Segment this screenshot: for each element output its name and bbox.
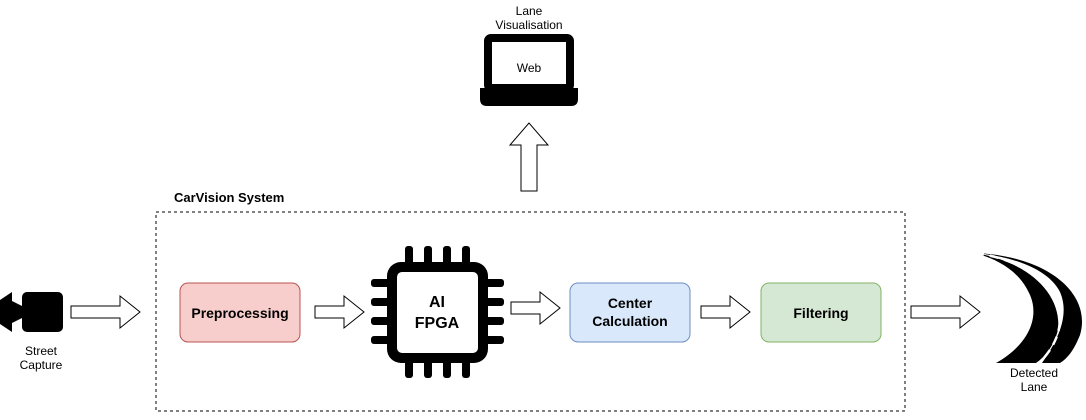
arrow-center-to-filtering <box>700 294 751 330</box>
laptop-icon <box>480 34 578 106</box>
chip-label-line2: FPGA <box>415 315 460 332</box>
arrow-preprocessing-to-chip <box>314 294 365 330</box>
center-calculation-block <box>569 282 691 343</box>
arrow-to-visualisation <box>508 122 550 192</box>
road-label-line2: Lane <box>1021 380 1048 394</box>
system-title: CarVision System <box>174 190 284 205</box>
video-camera-icon <box>0 292 63 332</box>
center-calculation-line2: Calculation <box>592 313 667 329</box>
chip-icon <box>371 246 504 378</box>
road-label-line1: Detected <box>1010 366 1058 380</box>
filtering-label: Filtering <box>793 305 848 321</box>
camera-label-line1: Street <box>25 344 58 358</box>
preprocessing-block <box>179 282 301 343</box>
laptop-screen-text: Web <box>517 61 542 75</box>
chip-label-line1: AI <box>429 294 445 311</box>
arrow-camera-to-preprocessing <box>70 294 141 330</box>
preprocessing-label: Preprocessing <box>191 305 288 321</box>
camera-label-line2: Capture <box>20 358 63 372</box>
laptop-label-line2: Visualisation <box>495 18 562 32</box>
arrow-chip-to-center <box>510 290 561 326</box>
laptop-label-line1: Lane <box>516 4 543 18</box>
road-icon <box>974 251 1083 363</box>
arrow-filtering-to-lane <box>910 294 981 330</box>
filtering-block <box>760 282 882 343</box>
system-boundary <box>155 211 906 412</box>
center-calculation-line1: Center <box>608 295 653 311</box>
